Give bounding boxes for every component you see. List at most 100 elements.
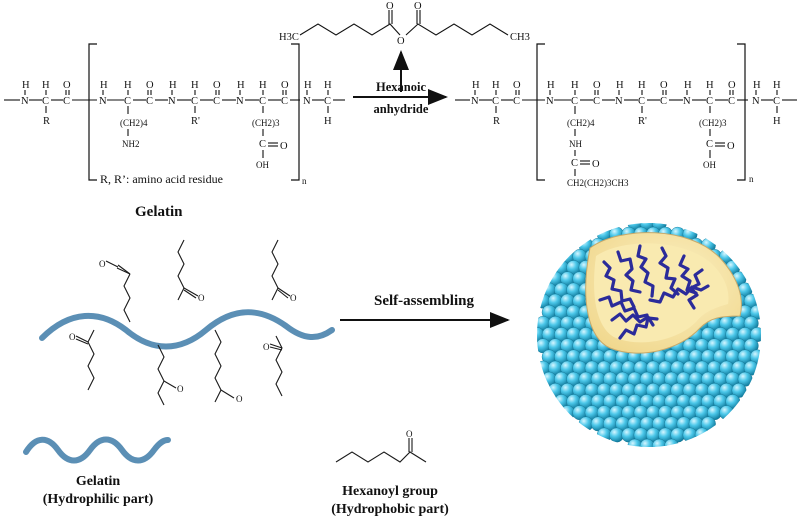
svg-text:O: O <box>727 141 735 152</box>
svg-text:O: O <box>198 293 205 303</box>
legend-gelatin-wave <box>23 436 171 464</box>
svg-text:O: O <box>593 80 601 91</box>
gelatin-title: Gelatin <box>135 204 183 220</box>
svg-text:N: N <box>615 96 623 107</box>
svg-text:O: O <box>146 80 154 91</box>
svg-text:C: C <box>259 96 266 107</box>
svg-text:C: C <box>571 96 578 107</box>
svg-text:C: C <box>191 96 198 107</box>
svg-text:N: N <box>752 96 760 107</box>
amphiphilic-gelatin-illustration: O O O O O O O <box>39 239 335 406</box>
svg-text:C: C <box>281 96 288 107</box>
svg-text:C: C <box>324 96 331 107</box>
svg-text:O: O <box>263 342 270 352</box>
hexanoyl-chains-lower <box>75 329 283 406</box>
svg-text:C: C <box>660 96 667 107</box>
residue-R-prime-left: R' <box>191 116 200 127</box>
svg-text:N: N <box>21 96 29 107</box>
svg-text:n: n <box>749 174 754 184</box>
svg-text:C: C <box>513 96 520 107</box>
svg-text:N: N <box>471 96 479 107</box>
svg-text:H: H <box>571 80 579 91</box>
svg-text:O: O <box>592 159 600 170</box>
hydrophobic-chain <box>616 250 642 294</box>
svg-text:H: H <box>472 80 480 91</box>
svg-text:H: H <box>42 80 50 91</box>
svg-text:O: O <box>513 80 521 91</box>
svg-text:O: O <box>280 141 288 152</box>
svg-text:H: H <box>616 80 624 91</box>
svg-text:H: H <box>773 80 781 91</box>
svg-text:C: C <box>259 139 266 150</box>
svg-text:N: N <box>168 96 176 107</box>
modified-glutamate-side-chain: (CH2)3 <box>699 118 727 128</box>
svg-text:O: O <box>728 80 736 91</box>
svg-text:N: N <box>236 96 244 107</box>
hydrophobic-chain <box>602 260 636 309</box>
hexanoyl-tail: CH2(CH2)3CH3 <box>567 178 629 188</box>
legend-hydrophilic-label: (Hydrophilic part) <box>43 492 154 507</box>
glutamate-side-chain: (CH2)3 <box>252 118 280 128</box>
legend-hexanoyl-label: Hexanoyl group <box>342 484 438 499</box>
svg-text:H: H <box>492 80 500 91</box>
svg-text:O: O <box>406 429 413 439</box>
anhydride-carbonyl-right: O <box>414 1 422 12</box>
svg-text:H: H <box>259 80 267 91</box>
hydrophobic-chain-tangles <box>598 244 710 340</box>
svg-text:H: H <box>324 116 332 127</box>
svg-text:O: O <box>281 80 289 91</box>
svg-text:O: O <box>99 259 106 269</box>
legend: Gelatin (Hydrophilic part) O Hexanoyl gr… <box>23 429 449 517</box>
svg-text:N: N <box>683 96 691 107</box>
svg-text:C: C <box>124 96 131 107</box>
svg-text:O: O <box>69 332 76 342</box>
svg-text:C: C <box>593 96 600 107</box>
shell-bead <box>652 438 667 447</box>
anhydride-carbonyl-left: O <box>386 1 394 12</box>
repeat-bracket-left-close <box>291 43 300 181</box>
amide-nh: NH <box>569 139 582 149</box>
svg-text:H: H <box>304 80 312 91</box>
gelatin-structure: N H C H R C O N H C H (CH2)4 NH2 C O N <box>4 43 345 220</box>
legend-hexanoyl-chain <box>335 451 427 463</box>
svg-text:O: O <box>63 80 71 91</box>
svg-text:H: H <box>124 80 132 91</box>
lysine-amine: NH2 <box>122 139 140 149</box>
hydrophobic-chain <box>636 244 655 298</box>
anhydride-right-terminal: CH3 <box>510 32 530 43</box>
svg-text:N: N <box>303 96 311 107</box>
repeat-bracket-right-open <box>536 43 545 181</box>
svg-text:n: n <box>302 176 307 186</box>
reaction-reagent-label-1: Hexanoic <box>376 80 426 94</box>
svg-text:O: O <box>213 80 221 91</box>
shell-bead <box>694 427 710 443</box>
svg-text:H: H <box>237 80 245 91</box>
lysine-side-chain: (CH2)4 <box>120 118 148 128</box>
shell-bead <box>664 438 679 447</box>
nanoparticle-sphere <box>537 223 761 447</box>
residue-footnote: R, R’: amino acid residue <box>100 172 223 186</box>
anhydride-bridge-oxygen: O <box>397 36 405 47</box>
hexanoic-anhydride-structure: H3C O O O CH3 <box>279 1 530 47</box>
svg-text:H: H <box>547 80 555 91</box>
modified-lysine-side-chain: (CH2)4 <box>567 118 595 128</box>
svg-text:H: H <box>191 80 199 91</box>
svg-text:H: H <box>169 80 177 91</box>
svg-text:H: H <box>324 80 332 91</box>
svg-text:H: H <box>22 80 30 91</box>
gelatin-backbone-wave <box>39 309 335 350</box>
svg-text:C: C <box>728 96 735 107</box>
legend-gelatin-label: Gelatin <box>76 474 121 489</box>
residue-R-left: R <box>43 116 50 127</box>
residue-R-prime-right: R' <box>638 116 647 127</box>
self-assembling-label: Self-assembling <box>374 293 475 309</box>
hydrophobic-chain <box>598 295 649 319</box>
svg-text:H: H <box>638 80 646 91</box>
svg-text:O: O <box>660 80 668 91</box>
hydrophobic-chain <box>648 284 710 304</box>
svg-text:C: C <box>42 96 49 107</box>
svg-text:O: O <box>290 293 297 303</box>
anhydride-right-chain <box>405 23 509 36</box>
svg-text:O: O <box>177 384 184 394</box>
hydrophobic-chain <box>678 254 698 295</box>
